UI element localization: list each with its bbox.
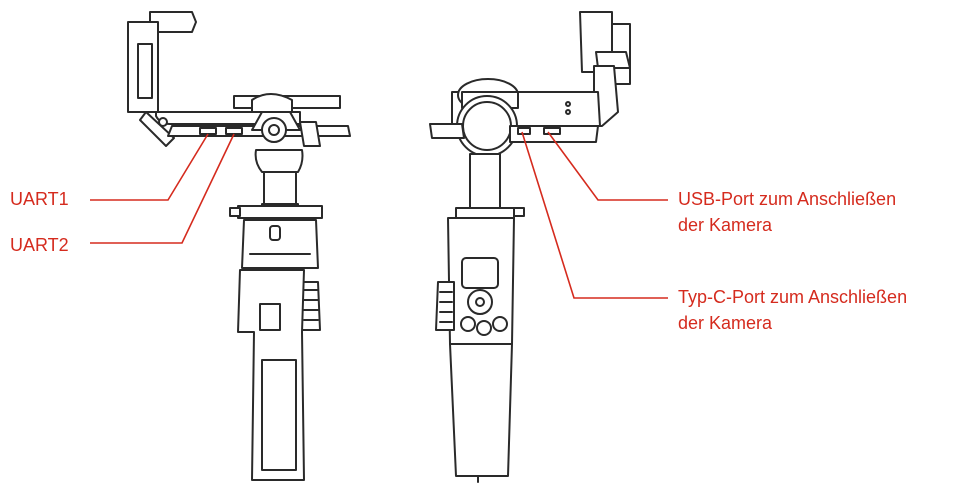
callout-line-uart2	[90, 133, 235, 244]
gimbal-left-view	[127, 11, 351, 481]
gimbal-right-view	[429, 11, 631, 483]
uart2-port	[225, 127, 243, 135]
callout-line-typec	[521, 131, 668, 299]
label-usb-port-line2: der Kamera	[678, 215, 773, 235]
label-uart1: UART1	[10, 189, 69, 209]
callout-line-uart1	[90, 133, 209, 201]
usb-port	[543, 127, 561, 135]
label-uart2: UART2	[10, 235, 69, 255]
uart1-port	[199, 127, 217, 135]
label-typec-port-line1: Typ-C-Port zum Anschließen	[678, 287, 908, 307]
typec-port	[517, 127, 531, 135]
callout-line-usb	[547, 131, 668, 201]
label-usb-port: USB-Port zum Anschließen der Kamera	[678, 186, 896, 238]
label-usb-port-line1: USB-Port zum Anschließen	[678, 189, 897, 209]
label-typec-port: Typ-C-Port zum Anschließen der Kamera	[678, 284, 907, 336]
label-typec-port-line2: der Kamera	[678, 313, 773, 333]
